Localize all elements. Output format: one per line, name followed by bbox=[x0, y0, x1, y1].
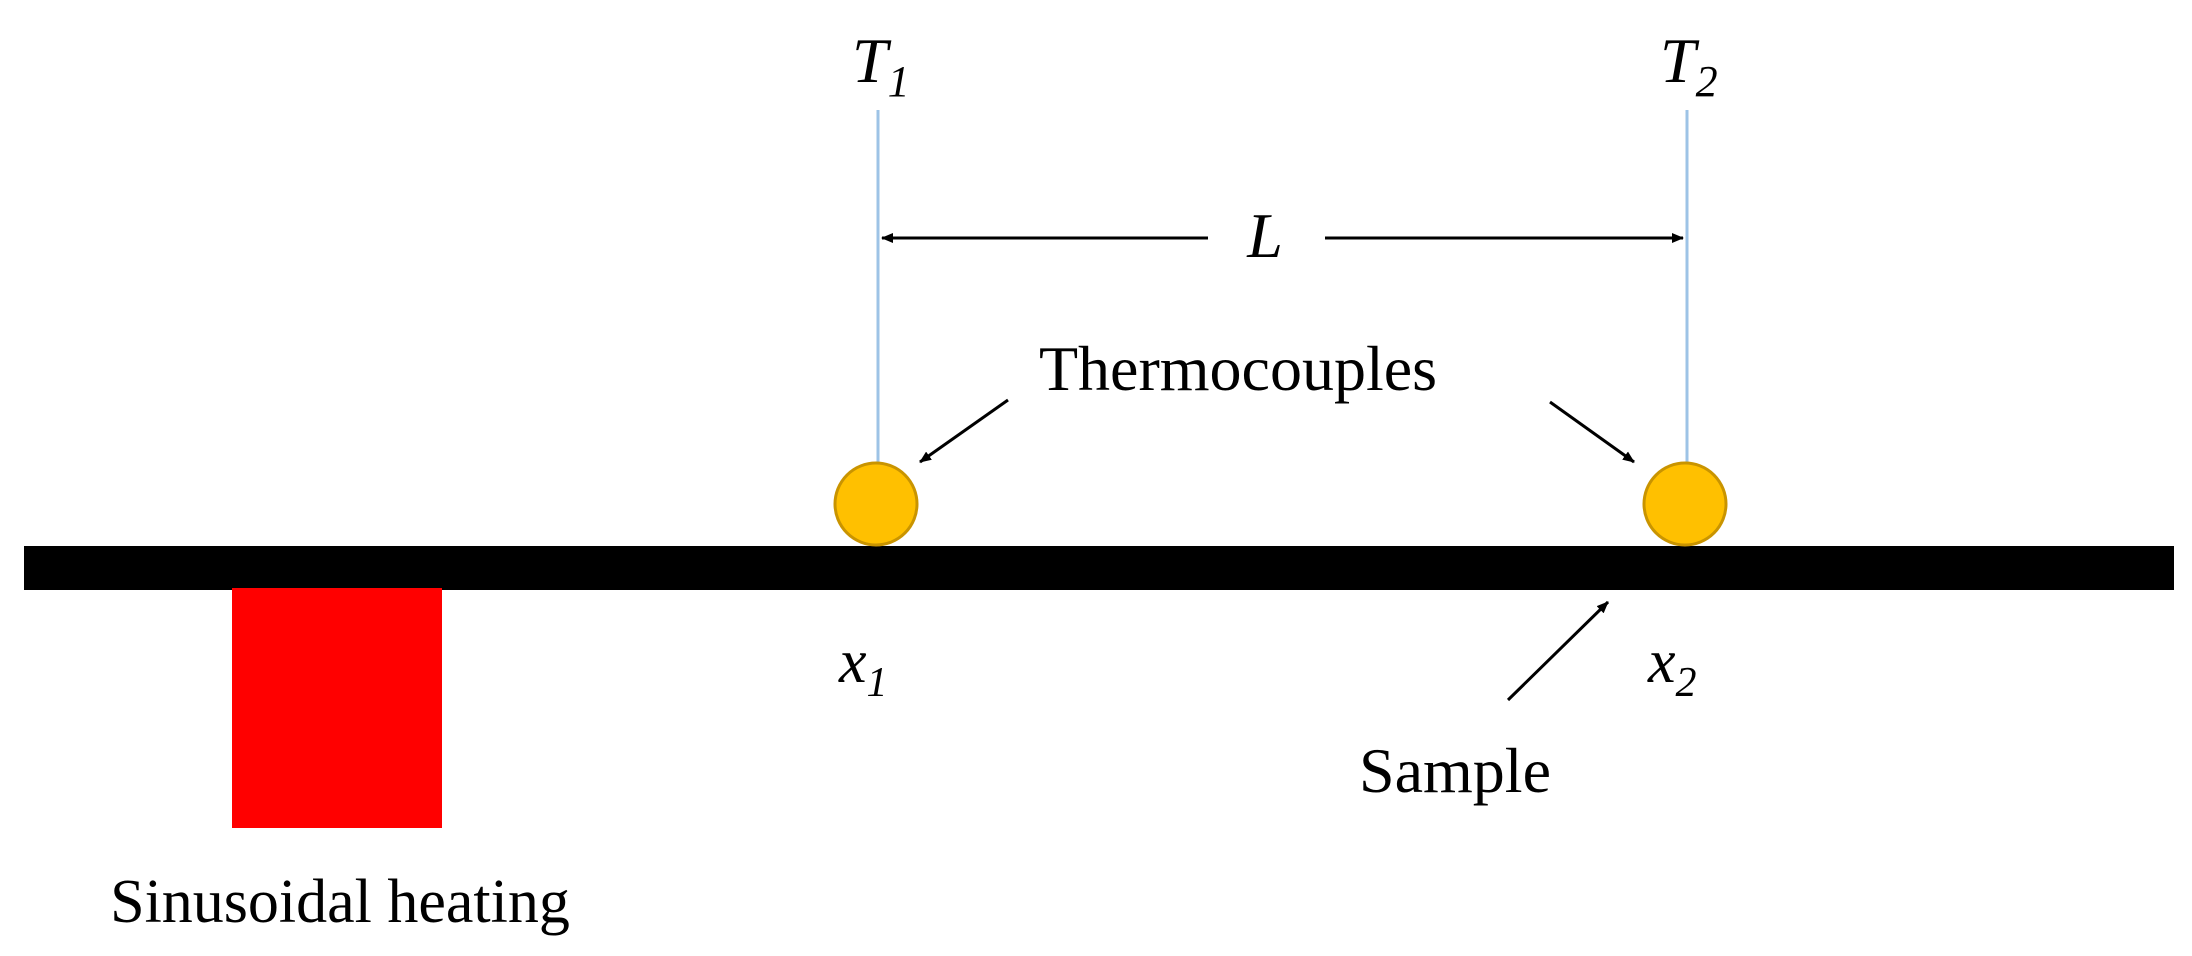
t2-subscript: 2 bbox=[1696, 57, 1718, 106]
thermocouple-junction-1 bbox=[833, 461, 919, 547]
t1-subscript: 1 bbox=[888, 57, 910, 106]
thermocouple-junction-2 bbox=[1642, 461, 1728, 547]
sample-pointer bbox=[1506, 600, 1610, 702]
x1-main: x bbox=[838, 628, 867, 696]
t1-label: T1 bbox=[852, 25, 910, 106]
x1-label: x1 bbox=[838, 628, 888, 706]
sinusoidal-heater-block bbox=[232, 588, 442, 828]
t2-label: T2 bbox=[1660, 25, 1718, 106]
x2-label: x2 bbox=[1647, 628, 1697, 706]
sample-bar bbox=[24, 546, 2174, 590]
x2-main: x bbox=[1647, 628, 1676, 696]
x1-subscript: 1 bbox=[867, 660, 888, 706]
thermocouple-pointer-1 bbox=[919, 398, 1009, 464]
length-label: L bbox=[1246, 200, 1283, 271]
t1-main: T bbox=[852, 25, 892, 96]
x2-subscript: 2 bbox=[1676, 660, 1697, 706]
sinusoidal-heating-label: Sinusoidal heating bbox=[110, 868, 570, 936]
sample-label: Sample bbox=[1359, 735, 1551, 806]
t2-main: T bbox=[1660, 25, 1700, 96]
thermocouples-label: Thermocouples bbox=[1039, 333, 1437, 404]
thermocouple-pointer-2 bbox=[1549, 400, 1635, 464]
